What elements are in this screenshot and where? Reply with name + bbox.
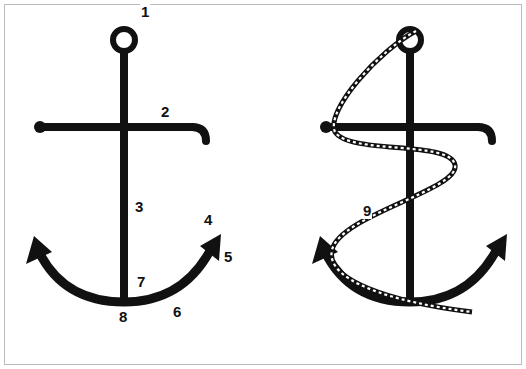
callout-number: 5: [223, 248, 233, 265]
rope: [331, 31, 472, 312]
callout-number: 8: [118, 308, 128, 325]
callout-number: 3: [134, 198, 144, 215]
callout-number: 4: [203, 211, 213, 228]
anchor-left: [26, 29, 221, 304]
callout-number: 7: [136, 273, 146, 290]
anchor-right: [312, 29, 507, 304]
callout-number: 6: [172, 303, 182, 320]
callout-number: 2: [160, 103, 170, 120]
callout-number: 1: [140, 3, 150, 20]
callout-number: 9: [362, 202, 372, 219]
